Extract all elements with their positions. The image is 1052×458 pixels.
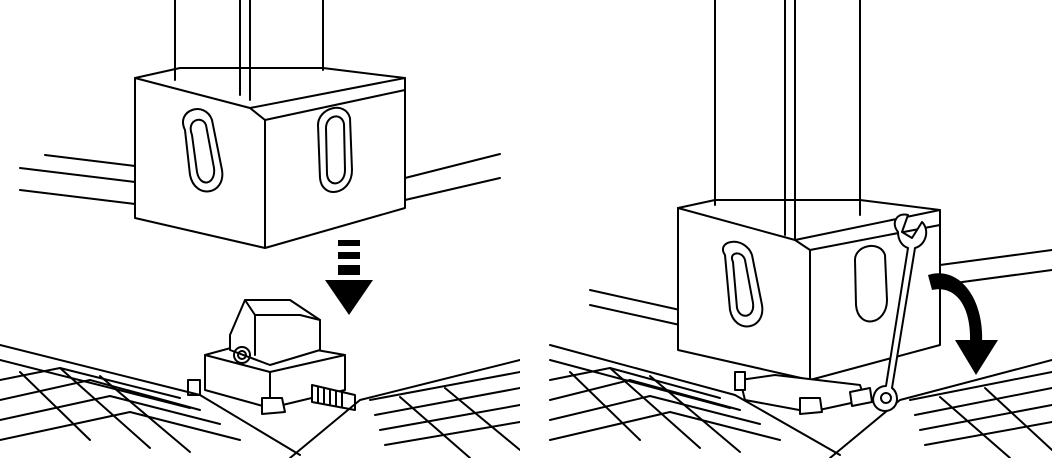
frame-rail-right [404, 153, 501, 201]
upright-post [714, 0, 861, 241]
step-2-panel [530, 0, 1052, 458]
floor-grating-right [549, 344, 1052, 458]
step-1-panel [0, 0, 520, 458]
curved-arrow-icon [928, 273, 998, 375]
floor-grating-left [0, 344, 520, 458]
down-arrow-icon [325, 240, 373, 315]
corner-casting [677, 199, 941, 381]
frame-rail-left [19, 154, 136, 205]
corner-casting [134, 67, 406, 249]
leveling-foot [187, 299, 356, 415]
step-2-illustration [549, 0, 1052, 458]
step-1-illustration [0, 0, 520, 458]
leveling-foot [734, 371, 873, 415]
upright-post [174, 0, 324, 101]
frame-rail-left [589, 289, 681, 326]
wrench-icon [872, 213, 928, 412]
